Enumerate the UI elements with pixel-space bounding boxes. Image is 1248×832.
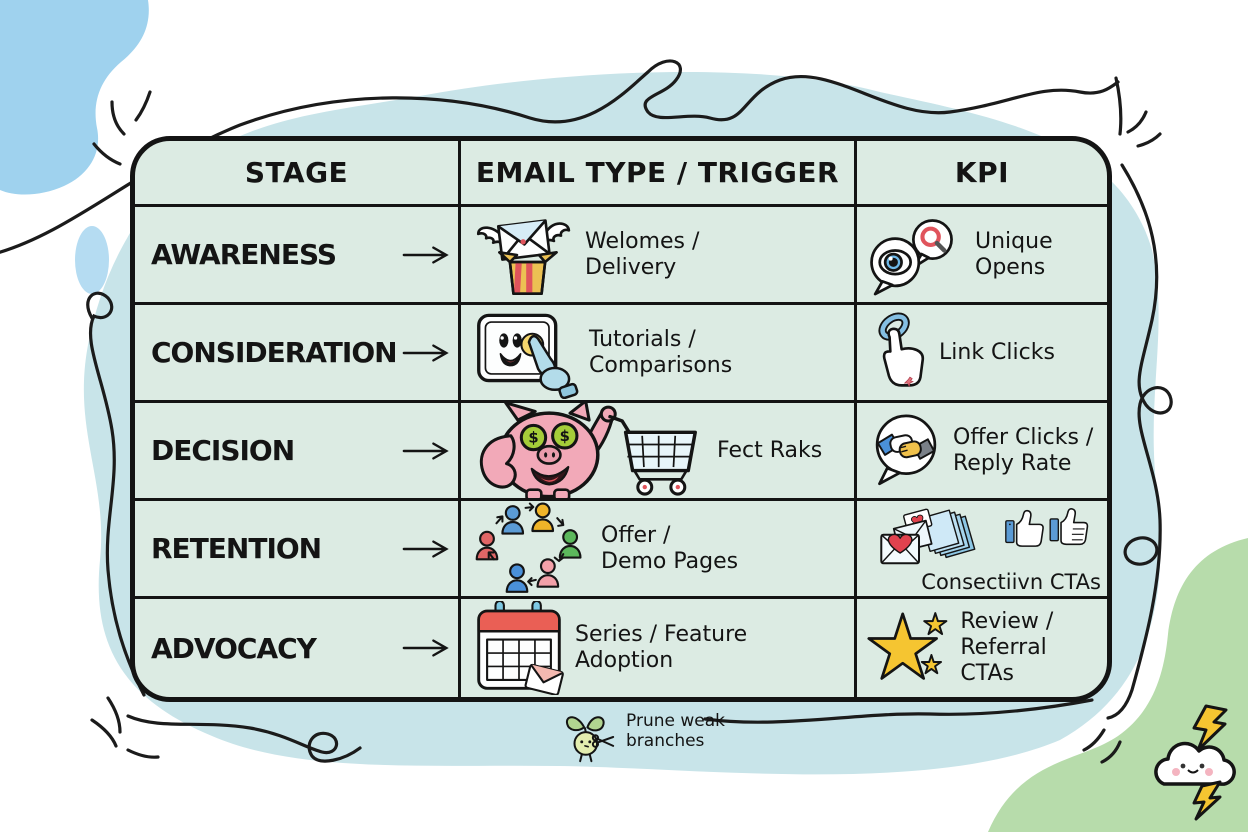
- stage-label: AWARENESS: [151, 238, 337, 271]
- cloud-lightning-icon: [1154, 704, 1236, 821]
- kpi-cell-awareness: Unique Opens: [857, 207, 1107, 305]
- sprout-scissors-icon: [566, 716, 615, 763]
- link-click-hand-icon: [878, 312, 925, 387]
- email-cell-awareness: Welomes / Delivery: [461, 207, 857, 305]
- stage-label: ADVOCACY: [151, 631, 317, 665]
- email-cell-advocacy: Series / Feature Adoption: [461, 599, 857, 697]
- handshake-bubble-icon: [875, 414, 937, 485]
- email-type-text: Tutorials / Comparisons: [589, 326, 733, 378]
- header-email-type: EMAIL TYPE / TRIGGER: [461, 141, 857, 207]
- mail-hearts-thumbs-icon: [876, 505, 1090, 569]
- stage-cell-consideration: CONSIDERATION: [135, 305, 461, 403]
- tablet-tap-icon: [477, 313, 579, 399]
- right-arrow-icon: [402, 441, 449, 460]
- kpi-text: Unique Opens: [975, 228, 1053, 280]
- email-type-text: Fect Raks: [717, 437, 823, 463]
- svg-text:$: $: [560, 428, 570, 445]
- kpi-cell-advocacy: Review / Referral CTAs: [857, 599, 1107, 697]
- kpi-text: Review / Referral CTAs: [960, 609, 1054, 686]
- stage-label: RETENTION: [151, 532, 322, 565]
- stage-label: CONSIDERATION: [151, 336, 398, 369]
- people-cycle-icon: [475, 502, 582, 593]
- heart-mail-stack-icon: [880, 508, 976, 564]
- header-kpi-label: KPI: [954, 156, 1010, 189]
- header-stage-label: STAGE: [244, 156, 349, 189]
- right-arrow-icon: [402, 639, 449, 657]
- email-cell-decision: $ $ Fect Raks: [461, 403, 857, 501]
- kpi-text: Offer Clicks / Reply Rate: [953, 424, 1094, 476]
- right-arrow-icon: [402, 245, 449, 264]
- calendar-mail-icon: [477, 601, 564, 695]
- pig-shopping-cart-icon: $ $: [479, 403, 697, 498]
- stage-cell-advocacy: ADVOCACY: [135, 599, 461, 697]
- kpi-cell-decision: Offer Clicks / Reply Rate: [857, 403, 1107, 501]
- kpi-text: Consectiivn CTAs: [921, 569, 1101, 594]
- kpi-text: Link Clicks: [939, 339, 1055, 365]
- email-cell-consideration: Tutorials / Comparisons: [461, 305, 857, 403]
- stage-cell-awareness: AWARENESS: [135, 207, 461, 305]
- right-arrow-icon: [402, 539, 449, 558]
- header-stage: STAGE: [135, 141, 461, 207]
- thumbs-up-icons: [1005, 507, 1089, 547]
- kpi-cell-retention: Consectiivn CTAs: [857, 501, 1107, 599]
- email-type-text: Offer / Demo Pages: [601, 522, 739, 574]
- email-type-text: Welomes / Delivery: [585, 228, 700, 280]
- stage-cell-retention: RETENTION: [135, 501, 461, 599]
- footer-note: Prune weak branches: [560, 708, 725, 766]
- funnel-table: STAGE EMAIL TYPE / TRIGGER KPI AWARENESS: [130, 136, 1112, 702]
- kpi-cell-consideration: Link Clicks: [857, 305, 1107, 403]
- eye-magnifier-bubbles-icon: [870, 218, 953, 295]
- cloud-lightning-wrap: [1146, 704, 1241, 822]
- header-email-type-label: EMAIL TYPE / TRIGGER: [475, 156, 840, 189]
- stage-label: DECISION: [151, 434, 295, 467]
- footer-note-text: Prune weak branches: [626, 711, 725, 751]
- email-cell-retention: Offer / Demo Pages: [461, 501, 857, 599]
- stars-icon: [867, 612, 948, 680]
- stage-cell-decision: DECISION: [135, 403, 461, 501]
- header-kpi: KPI: [857, 141, 1107, 207]
- doodle-squiggles: [0, 59, 1173, 764]
- right-arrow-icon: [402, 343, 449, 362]
- winged-envelope-gift-icon: [476, 218, 571, 295]
- svg-text:$: $: [528, 429, 538, 446]
- email-type-text: Series / Feature Adoption: [575, 622, 748, 673]
